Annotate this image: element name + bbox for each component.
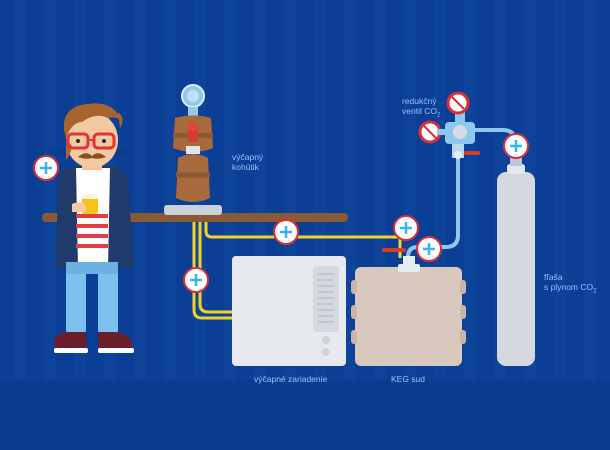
tap-label: výčapný kohútik bbox=[232, 152, 263, 172]
bottle-label-sub: 2 bbox=[593, 288, 597, 295]
keg-barrel bbox=[351, 248, 466, 366]
bartender-character bbox=[48, 103, 136, 353]
info-hotspot[interactable] bbox=[273, 219, 299, 245]
pressure-reducer bbox=[418, 91, 480, 159]
beer-hoses bbox=[192, 222, 402, 320]
tap-label-line2: kohútik bbox=[232, 162, 259, 172]
co2-bottle bbox=[497, 158, 535, 366]
info-hotspot[interactable] bbox=[416, 236, 442, 262]
info-hotspot[interactable] bbox=[503, 133, 529, 159]
tap-label-line1: výčapný bbox=[232, 152, 264, 162]
reducer-label-sub: 2 bbox=[436, 112, 441, 119]
dispenser-label: výčapné zariadenie bbox=[254, 374, 328, 384]
info-hotspot[interactable] bbox=[393, 215, 419, 241]
dispenser-unit bbox=[232, 256, 346, 366]
beer-tap bbox=[164, 84, 222, 215]
bottle-label-line2: s plynom CO bbox=[544, 282, 594, 292]
bottle-label-line1: fľaša bbox=[544, 272, 563, 282]
reducer-label-line2: ventil CO bbox=[402, 106, 437, 116]
reducer-label: redukčný ventil CO2 bbox=[402, 96, 440, 121]
keg-label: KEG sud bbox=[391, 374, 426, 384]
reducer-label-line1: redukčný bbox=[402, 96, 437, 106]
info-hotspot[interactable] bbox=[33, 155, 59, 181]
bottle-label: fľaša s plynom CO2 bbox=[544, 272, 596, 297]
info-hotspot[interactable] bbox=[183, 267, 209, 293]
